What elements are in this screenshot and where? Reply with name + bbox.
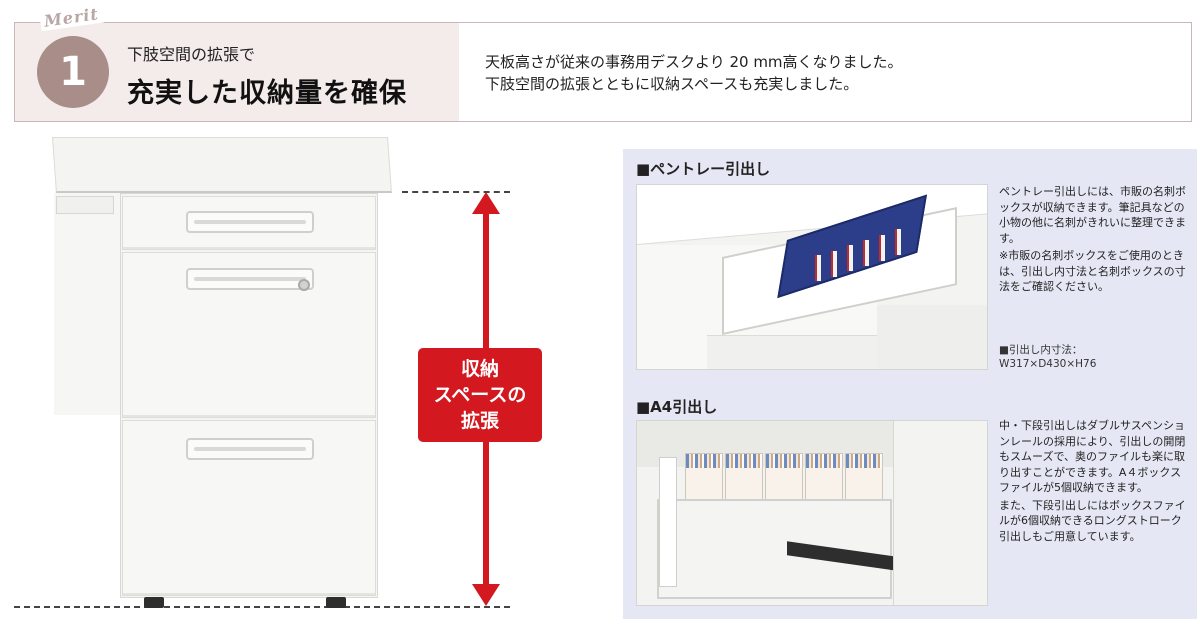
a4-drawer-desc-p2: また、下段引出しにはボックスファイルが6個収納できるロングストローク引出しもご用… [999,498,1186,543]
a4-drawer-description: 中・下段引出しはダブルサスペンションレールの採用により、引出しの開閉もスムーズで… [999,418,1189,546]
a4-box-file [725,453,763,503]
cabinet-foot-right [326,597,346,608]
merit-subtitle: 下肢空間の拡張で [127,45,256,64]
merit-description-line1: 天板高さが従来の事務用デスクより 20 mm高くなりました。 [485,53,903,71]
merit-header-left: 1 下肢空間の拡張で 充実した収納量を確保 [15,23,459,121]
business-card [863,240,869,266]
arrow-up-icon [472,192,500,214]
pen-tray-photo [636,184,988,370]
pen-tray-side [877,305,987,369]
arrow-down-icon [472,584,500,606]
a4-box-file [805,453,843,503]
storage-expansion-badge: 収納 スペースの 拡張 [418,348,542,442]
business-card [847,245,853,271]
a4-drawer-photo [636,420,988,606]
drawer-handle-top [186,211,314,233]
a4-box-file [765,453,803,503]
a4-box-file [845,453,883,503]
merit-header: 1 下肢空間の拡張で 充実した収納量を確保 天板高さが従来の事務用デスクより 2… [14,22,1192,122]
a4-open-drawer [657,499,892,599]
cabinet-foot-left [144,597,164,608]
pen-tray-description: ペントレー引出しには、市販の名刺ボックスが収納できます。筆記具などの小物の他に名… [999,184,1189,297]
merit-description: 天板高さが従来の事務用デスクより 20 mm高くなりました。 下肢空間の拡張とと… [485,51,903,95]
business-card [831,251,837,277]
business-card [895,229,901,255]
business-card [815,255,821,281]
a4-box-file [685,453,723,503]
pen-tray-desc-p1: ペントレー引出しには、市販の名刺ボックスが収納できます。筆記具などの小物の他に名… [999,185,1186,245]
drawer-handle-bottom [186,438,314,460]
desk-side-panel [54,193,124,415]
desk-center-drawer [56,196,114,214]
badge-line3: 拡張 [460,410,499,432]
pen-tray-desc-p2: ※市販の名刺ボックスをご使用のときは、引出し内寸法と名刺ボックスの寸法をご確認く… [999,249,1186,293]
pen-tray-spec-label: ■引出し内寸法： [999,344,1083,356]
desk-top [52,137,392,193]
badge-line1: 収納 [460,358,499,380]
a4-drawer-desc-p1: 中・下段引出しはダブルサスペンションレールの採用により、引出しの開閉もスムーズで… [999,419,1186,494]
merit-number-circle: 1 [37,36,109,108]
pen-tray-spec: ■引出し内寸法： W317×D430×H76 [999,343,1189,371]
pen-tray-title: ■ペントレー引出し [636,160,771,178]
pen-tray-spec-value: W317×D430×H76 [999,358,1097,370]
merit-description-line2: 下肢空間の拡張とともに収納スペースも充実しました。 [485,75,859,93]
pen-tray-lower-drawer [707,335,877,369]
drawer-handle-middle [186,268,314,290]
top-dashed-line [402,191,510,193]
bottom-dashed-line [14,606,510,608]
business-card [879,235,885,261]
a4-drawer-title: ■A4引出し [636,398,718,416]
lock-icon [298,279,310,291]
a4-drawer-front [659,457,677,587]
badge-line2: スペースの [433,384,527,406]
merit-title: 充実した収納量を確保 [127,78,407,109]
a4-cabinet-side [893,421,987,605]
